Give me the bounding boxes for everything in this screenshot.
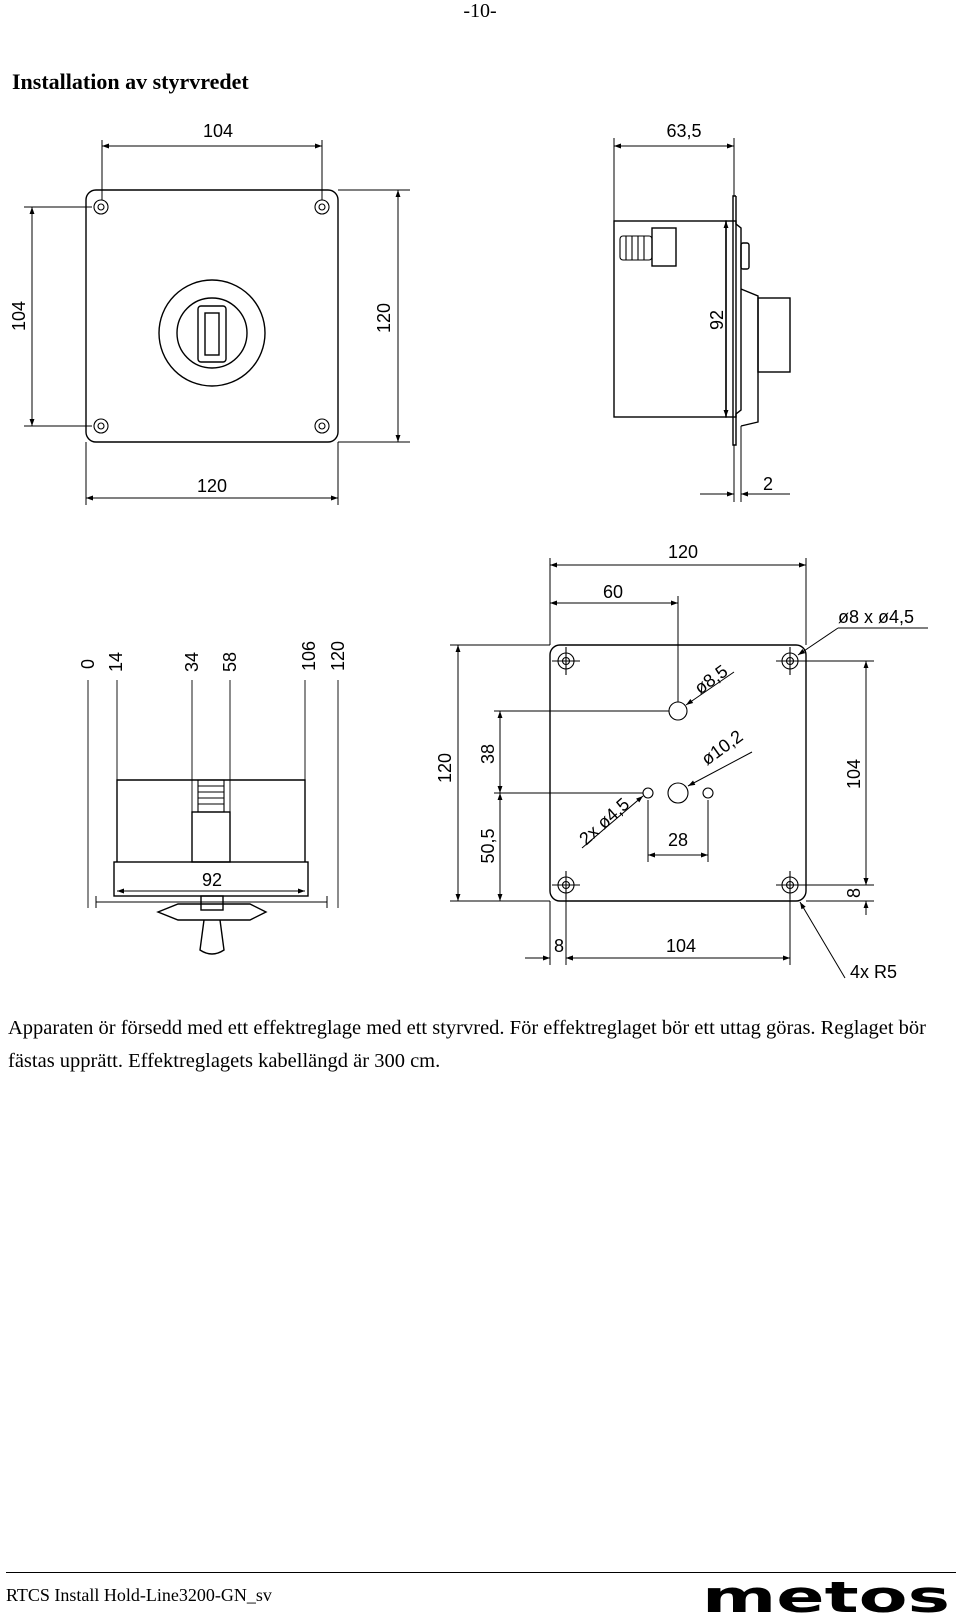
profile-offsets: 0 14 34 58 106 120 [78,641,348,672]
dim-left-offset: 8 [554,936,564,956]
dim-bottom-offset: 8 [844,888,864,898]
footer-divider [6,1572,956,1573]
side-view [613,138,791,502]
dim-template-total-height: 120 [435,753,455,783]
dim-front-bottom-width: 120 [197,476,227,496]
dim-offset-106: 106 [299,641,319,671]
dim-side-depth: 63,5 [666,121,701,141]
dim-template-half-width: 60 [603,582,623,602]
dim-center-offset: 50,5 [478,828,498,863]
dim-profile-base-width: 92 [202,870,222,890]
section-title: Installation av styrvredet [12,69,249,94]
dim-front-right-height: 120 [374,303,394,333]
dim-offset-58: 58 [220,652,240,672]
dim-side-height: 92 [707,310,727,330]
footer-document-id: RTCS Install Hold-Line3200-GN_sv [6,1585,272,1605]
front-view [24,140,410,505]
dim-side-thickness: 2 [763,474,773,494]
technical-drawing: 104 104 120 120 63,5 92 2 [9,121,928,982]
dim-front-left-height: 104 [9,301,29,331]
label-corner-radius: 4x R5 [850,962,897,982]
dim-side-hole-spacing: 28 [668,830,688,850]
dim-hole-spacing-vertical: 104 [844,759,864,789]
profile-view [87,680,339,955]
dim-hole-spacing-horizontal: 104 [666,936,696,956]
dim-offset-14: 14 [106,652,126,672]
dim-upper-offset: 38 [478,744,498,764]
dim-offset-120: 120 [328,641,348,671]
dim-offset-0: 0 [78,659,98,669]
dim-front-top-width: 104 [203,121,233,141]
label-corner-holes: ø8 x ø4,5 [838,607,914,627]
dim-template-width: 120 [668,542,698,562]
label-upper-hole: ø8,5 [691,661,732,698]
dim-offset-34: 34 [182,652,202,672]
label-center-hole: ø10,2 [698,726,747,769]
drilling-template [450,558,928,979]
metos-logo: metos [702,1582,950,1614]
logo-text: metos [702,1582,950,1614]
page-number: -10- [463,0,497,22]
body-paragraph: Apparaten ör försedd med ett effektregla… [8,1017,926,1072]
label-side-holes: 2x ø4,5 [575,794,633,849]
